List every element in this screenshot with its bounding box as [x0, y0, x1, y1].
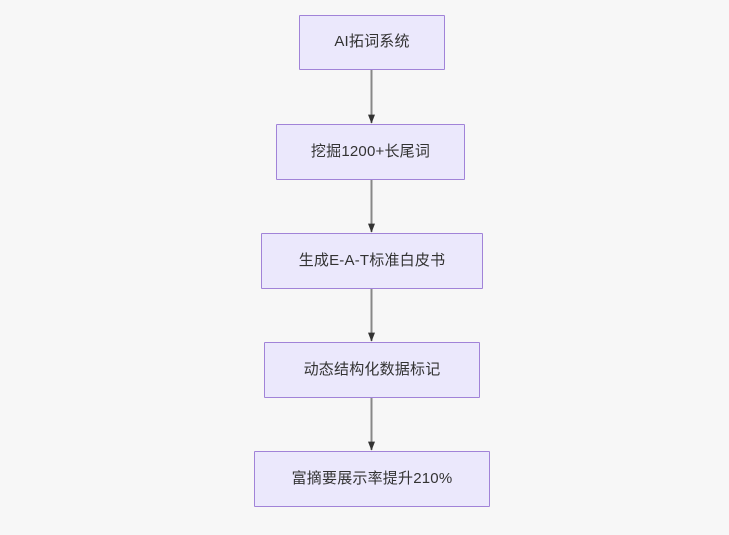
node-label: 动态结构化数据标记	[303, 360, 441, 378]
node-label: 富摘要展示率提升210%	[291, 469, 453, 487]
node-label: 挖掘1200+长尾词	[310, 142, 431, 160]
node-label: 生成E-A-T标准白皮书	[298, 251, 446, 269]
flowchart-node-dynamic-structured-data-markup[interactable]: 动态结构化数据标记	[264, 342, 480, 398]
flowchart-node-generate-eat-whitepaper[interactable]: 生成E-A-T标准白皮书	[261, 233, 483, 289]
node-label: AI拓词系统	[334, 33, 410, 51]
flowchart-node-rich-snippet-impression-lift[interactable]: 富摘要展示率提升210%	[254, 451, 490, 507]
flowchart-node-mine-longtail-keywords[interactable]: 挖掘1200+长尾词	[276, 124, 465, 180]
flowchart-node-ai-keyword-system[interactable]: AI拓词系统	[299, 15, 445, 70]
